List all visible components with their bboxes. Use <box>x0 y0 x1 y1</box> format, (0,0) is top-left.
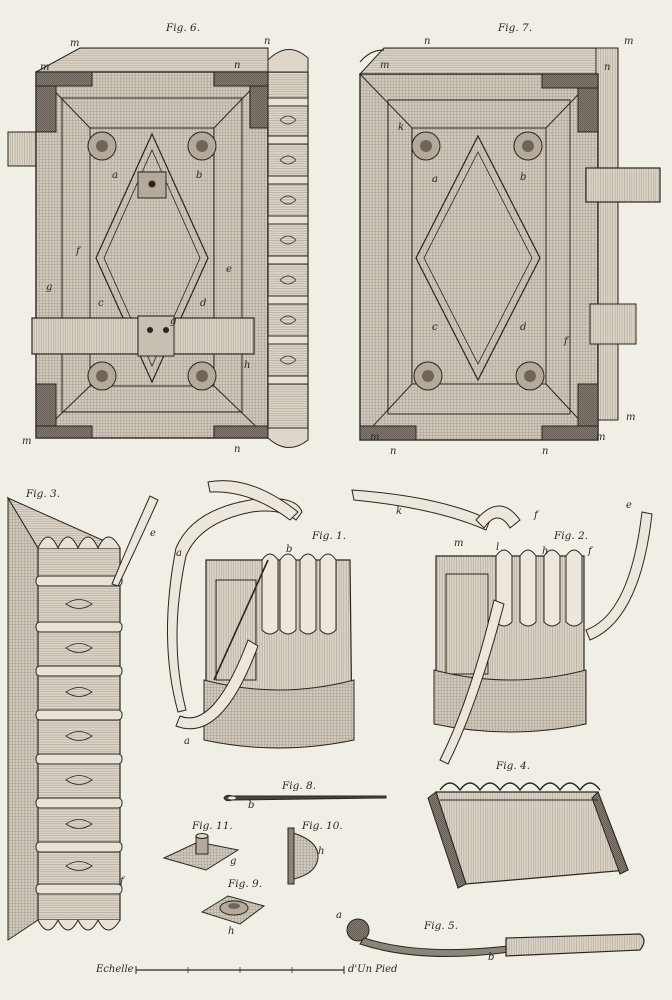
fig8-needle <box>223 794 387 802</box>
key-c: c <box>98 298 104 309</box>
fig4-frame <box>427 782 629 889</box>
key-h: h <box>244 360 251 371</box>
key-h: h <box>228 926 235 937</box>
key-m: m <box>40 62 50 73</box>
fig11-label: Fig. 11. <box>192 820 233 832</box>
key-b: b <box>286 544 293 555</box>
key-n: n <box>390 446 397 457</box>
fig9-label: Fig. 9. <box>228 878 263 890</box>
key-n: n <box>234 60 241 71</box>
key-b: b <box>488 952 495 963</box>
key-n: n <box>264 36 271 47</box>
key-n: n <box>604 62 611 73</box>
key-a: a <box>432 174 438 185</box>
key-b: b <box>248 800 255 811</box>
fig7-label: Fig. 7. <box>498 22 533 34</box>
key-h: h <box>318 846 325 857</box>
fig11-plate <box>162 833 240 871</box>
key-e: e <box>150 528 156 539</box>
key-m: m <box>380 60 390 71</box>
fig1-sewing <box>166 480 355 749</box>
fig5-label: Fig. 5. <box>424 920 459 932</box>
key-f: f <box>534 510 538 521</box>
key-n: n <box>234 444 241 455</box>
key-m: m <box>70 38 80 49</box>
key-f: f <box>120 876 124 887</box>
key-a: a <box>176 548 182 559</box>
key-b: b <box>520 172 527 183</box>
key-g: g <box>230 856 237 867</box>
fig6-label: Fig. 6. <box>166 22 201 34</box>
key-m: m <box>454 538 464 549</box>
fig1-label: Fig. 1. <box>312 530 347 542</box>
fig8-label: Fig. 8. <box>282 780 317 792</box>
scale-label-right: d'Un Pied <box>348 964 398 975</box>
fig10-clasp <box>287 827 319 885</box>
fig3-spine <box>6 495 159 941</box>
key-c: c <box>432 322 438 333</box>
key-e: e <box>626 500 632 511</box>
key-m: m <box>626 412 636 423</box>
key-g: g <box>46 282 53 293</box>
fig2-sewing <box>351 489 653 765</box>
key-g: g <box>170 316 177 327</box>
key-m: m <box>624 36 634 47</box>
fig10-label: Fig. 10. <box>302 820 343 832</box>
key-n: n <box>542 446 549 457</box>
key-n: n <box>424 36 431 47</box>
key-f: f <box>564 336 568 347</box>
key-a: a <box>184 736 190 747</box>
key-f: f <box>588 546 592 557</box>
fig2-label: Fig. 2. <box>554 530 589 542</box>
key-l: l <box>496 542 500 553</box>
key-k: k <box>398 122 405 133</box>
key-k: k <box>396 506 403 517</box>
fig3-label: Fig. 3. <box>26 488 61 500</box>
key-b: b <box>196 170 203 181</box>
scale-label-left: Echelle <box>96 964 134 975</box>
key-f: f <box>76 246 80 257</box>
fig7-book <box>358 47 661 441</box>
key-d: d <box>520 322 527 333</box>
key-a: a <box>112 170 118 181</box>
key-m: m <box>370 432 380 443</box>
key-e: e <box>226 264 232 275</box>
fig4-label: Fig. 4. <box>496 760 531 772</box>
fig6-book <box>7 47 309 448</box>
fig9-boss <box>200 895 266 925</box>
key-d: d <box>200 298 207 309</box>
fig5-hammer <box>346 918 645 957</box>
key-m: m <box>22 436 32 447</box>
key-a: a <box>336 910 342 921</box>
scale-bar <box>135 966 345 974</box>
key-m: m <box>596 432 606 443</box>
key-h: h <box>542 546 549 557</box>
